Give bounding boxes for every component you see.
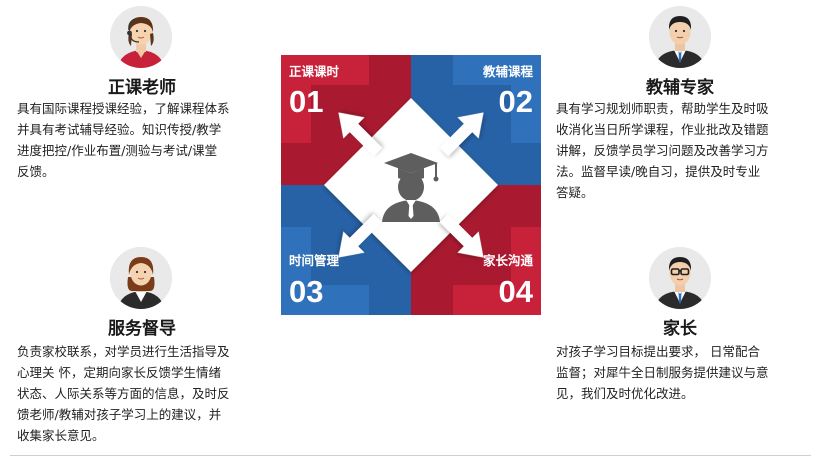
quadrant-01-label: 正课课时: [289, 64, 340, 79]
role-teacher-title: 正课老师: [108, 78, 176, 98]
bottom-divider: [10, 455, 811, 456]
quadrant-04-number: 04: [499, 274, 534, 309]
quadrant-02-number: 02: [499, 84, 533, 119]
role-supervisor-description: 负责家校联系，对学员进行生活指导及 心理关 怀，定期向家长反馈学生情绪 状态、人…: [17, 344, 230, 443]
role-expert-description: 具有学习规划师职责，帮助学生及时吸 收消化当日所学课程，作业批改及错题 讲解，反…: [556, 101, 769, 200]
role-supervisor-title: 服务督导: [108, 319, 176, 339]
male-glasses-avatar-icon: [649, 247, 711, 309]
graduate-icon: [382, 153, 440, 222]
quadrant-02-shape: [453, 55, 541, 143]
quadrant-03-number: 03: [289, 274, 323, 309]
arrow-03-icon: [338, 213, 383, 258]
quadrant-04-shape: [453, 227, 541, 315]
role-parent-title: 家长: [663, 319, 697, 339]
role-expert-title: 教辅专家: [646, 78, 714, 98]
quadrant-01-shape: [281, 55, 369, 143]
quadrant-01-number: 01: [289, 84, 323, 119]
male-suit-avatar-icon: [649, 6, 711, 68]
quadrant-02-label: 教辅课程: [482, 64, 534, 79]
service-diagram: 正课课时 01 教辅课程 02 时间管理 03 家长沟通 04: [281, 55, 541, 315]
female-avatar-icon: [110, 247, 172, 309]
quadrant-03-label: 时间管理: [289, 253, 340, 268]
role-teacher-description: 具有国际课程授课经验，了解课程体系 并具有考试辅导经验。知识传授/教学 进度把控…: [17, 101, 230, 179]
role-parent-description: 对孩子学习目标提出要求， 日常配合 监督；对犀牛全日制服务提供建议与意 见，我们…: [556, 344, 769, 401]
female-headset-avatar-icon: [110, 6, 172, 68]
arrow-04-icon: [439, 213, 484, 258]
quadrant-04-label: 家长沟通: [483, 253, 534, 268]
arrow-02-icon: [439, 112, 484, 157]
quadrant-03-shape: [281, 227, 369, 315]
arrow-01-icon: [338, 112, 383, 157]
